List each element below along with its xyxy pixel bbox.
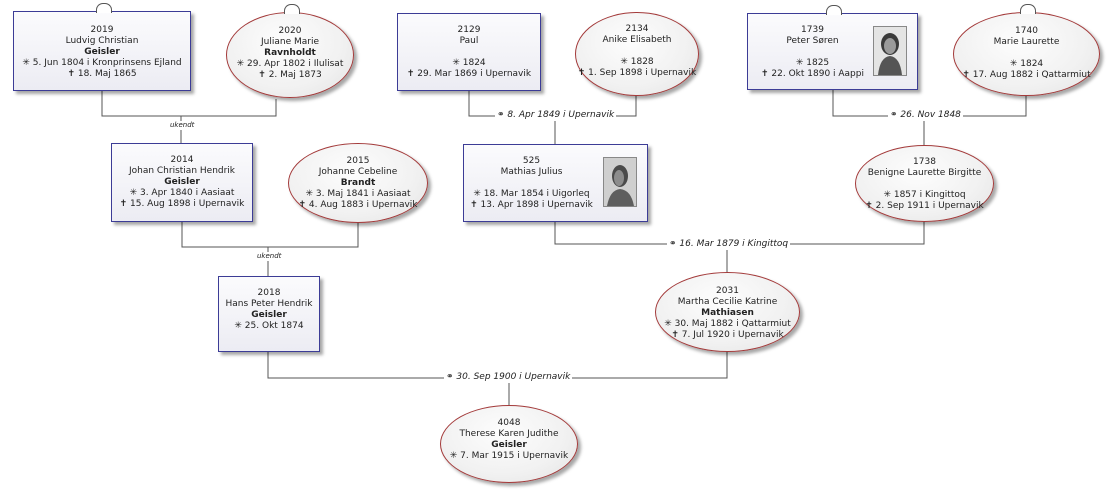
person-surname: Mathiasen bbox=[701, 308, 754, 318]
person-surname: Ravnholdt bbox=[264, 48, 316, 58]
person-given-name: Johan Christian Hendrik bbox=[128, 166, 236, 176]
marriage-label: ukendt bbox=[169, 121, 196, 130]
person-surname: Geisler bbox=[164, 177, 200, 187]
person-death: ✝ 2. Maj 1873 bbox=[258, 70, 322, 80]
connector-line bbox=[181, 222, 359, 248]
person-given-name: Benigne Laurette Birgitte bbox=[867, 168, 982, 178]
marriage-label: ukendt bbox=[256, 252, 283, 261]
person-death: ✝ 1. Sep 1898 i Upernavik bbox=[577, 68, 697, 78]
person-birth: ✳ 1825 bbox=[795, 58, 830, 68]
person-id: 2134 bbox=[625, 24, 649, 34]
person-id: 2014 bbox=[170, 155, 194, 165]
ancestor-hook-icon[interactable] bbox=[826, 5, 842, 15]
person-given-name: Hans Peter Hendrik bbox=[225, 299, 313, 309]
person-id: 2015 bbox=[346, 156, 370, 166]
person-surname: Geisler bbox=[251, 310, 287, 320]
person-given-name: Peter Søren bbox=[786, 36, 839, 46]
person-card-1740[interactable]: 1740 Marie Laurette ✳ 1824 ✝ 17. Aug 188… bbox=[953, 4, 1100, 96]
person-given-name: Mathias Julius bbox=[500, 167, 563, 177]
person-id: 2129 bbox=[457, 25, 481, 35]
person-given-name: Martha Cecilie Katrine bbox=[677, 297, 778, 307]
ancestor-hook-icon[interactable] bbox=[1020, 4, 1036, 14]
person-birth: ✳ 1828 bbox=[620, 57, 654, 67]
person-id: 2019 bbox=[90, 25, 114, 35]
ancestor-hook-icon[interactable] bbox=[96, 3, 112, 13]
person-given-name: Johanne Cebeline bbox=[318, 167, 398, 177]
person-birth: ✳ 1824 bbox=[1009, 59, 1044, 69]
person-birth: ✳ 7. Mar 1915 i Upernavik bbox=[449, 451, 569, 461]
person-card-2019[interactable]: 2019 Ludvig Christian Geisler ✳ 5. Jun 1… bbox=[13, 3, 191, 91]
person-id: 1740 bbox=[1015, 26, 1038, 36]
person-card-2134[interactable]: 2134 Anike Elisabeth ✳ 1828 ✝ 1. Sep 189… bbox=[575, 12, 699, 96]
person-given-name: Anike Elisabeth bbox=[602, 35, 672, 45]
person-birth: ✳ 25. Okt 1874 bbox=[234, 321, 304, 331]
person-card-4048[interactable]: 4048 Therese Karen Judithe Geisler ✳ 7. … bbox=[440, 405, 578, 483]
person-death: ✝ 18. Maj 1865 bbox=[67, 69, 137, 79]
person-id: 4048 bbox=[497, 418, 521, 428]
person-card-2031[interactable]: 2031 Martha Cecilie Katrine Mathiasen ✳ … bbox=[655, 272, 800, 352]
person-photo[interactable] bbox=[603, 157, 637, 207]
marriage-label: ⚭ 16. Mar 1879 i Kingittoq bbox=[667, 239, 791, 250]
person-birth: ✳ 30. Maj 1882 i Qattarmiut bbox=[664, 319, 791, 329]
person-surname: Geisler bbox=[491, 440, 527, 450]
connector-line bbox=[101, 91, 277, 117]
person-death: ✝ 22. Okt 1890 i Aappi bbox=[761, 69, 864, 79]
person-card-2015[interactable]: 2015 Johanne Cebeline Brandt ✳ 3. Maj 18… bbox=[288, 143, 428, 223]
person-death: ✝ 17. Aug 1882 i Qattarmiut bbox=[962, 70, 1091, 80]
person-birth: ✳ 29. Apr 1802 i Ilulisat bbox=[236, 59, 344, 69]
person-surname: Geisler bbox=[84, 47, 120, 57]
marriage-label: ⚭ 8. Apr 1849 i Upernavik bbox=[495, 110, 617, 121]
person-id: 2020 bbox=[278, 26, 302, 36]
person-id: 1739 bbox=[801, 25, 824, 35]
marriage-label: ⚭ 30. Sep 1900 i Upernavik bbox=[444, 372, 573, 383]
person-given-name: Ludvig Christian bbox=[65, 36, 139, 46]
person-card-2014[interactable]: 2014 Johan Christian Hendrik Geisler ✳ 3… bbox=[111, 143, 253, 222]
person-death: ✝ 7. Jul 1920 i Upernavik bbox=[671, 330, 784, 340]
person-card-2129[interactable]: 2129 Paul ✳ 1824 ✝ 29. Mar 1869 i Uperna… bbox=[397, 13, 541, 91]
person-id: 2031 bbox=[716, 286, 739, 296]
person-id: 525 bbox=[522, 156, 541, 166]
person-id: 2018 bbox=[257, 288, 281, 298]
person-given-name: Juliane Marie bbox=[261, 37, 319, 47]
person-birth: ✳ 3. Maj 1841 i Aasiaat bbox=[305, 189, 411, 199]
person-birth: ✳ 18. Mar 1854 i Uigorleq bbox=[473, 189, 590, 199]
person-death: ✝ 13. Apr 1898 i Upernavik bbox=[470, 200, 593, 210]
person-given-name: Therese Karen Judithe bbox=[459, 429, 559, 439]
person-surname: Brandt bbox=[340, 178, 376, 188]
person-death: ✝ 15. Aug 1898 i Upernavik bbox=[119, 199, 245, 209]
person-card-2020[interactable]: 2020 Juliane Marie Ravnholdt ✳ 29. Apr 1… bbox=[226, 4, 354, 98]
person-death: ✝ 29. Mar 1869 i Upernavik bbox=[406, 69, 532, 79]
person-card-525[interactable]: 525 Mathias Julius ✳ 18. Mar 1854 i Uigo… bbox=[463, 144, 648, 222]
person-death: ✝ 2. Sep 1911 i Upernavik bbox=[865, 201, 984, 211]
person-given-name: Marie Laurette bbox=[993, 37, 1060, 47]
person-birth: ✳ 1824 bbox=[452, 58, 486, 68]
ancestor-hook-icon[interactable] bbox=[284, 4, 300, 14]
person-photo[interactable] bbox=[873, 26, 907, 76]
person-card-2018[interactable]: 2018 Hans Peter Hendrik Geisler ✳ 25. Ok… bbox=[218, 276, 320, 352]
person-id: 1738 bbox=[913, 157, 936, 167]
person-card-1738[interactable]: 1738 Benigne Laurette Birgitte ✳ 1857 i … bbox=[855, 145, 994, 222]
person-birth: ✳ 5. Jun 1804 i Kronprinsens Ejland bbox=[22, 58, 182, 68]
person-birth: ✳ 1857 i Kingittoq bbox=[883, 190, 966, 200]
person-death: ✝ 4. Aug 1883 i Upernavik bbox=[298, 200, 418, 210]
marriage-label: ⚭ 26. Nov 1848 bbox=[888, 110, 963, 121]
person-card-1739[interactable]: 1739 Peter Søren ✳ 1825 ✝ 22. Okt 1890 i… bbox=[747, 5, 918, 90]
person-given-name: Paul bbox=[459, 36, 479, 46]
person-birth: ✳ 3. Apr 1840 i Aasiaat bbox=[129, 188, 235, 198]
